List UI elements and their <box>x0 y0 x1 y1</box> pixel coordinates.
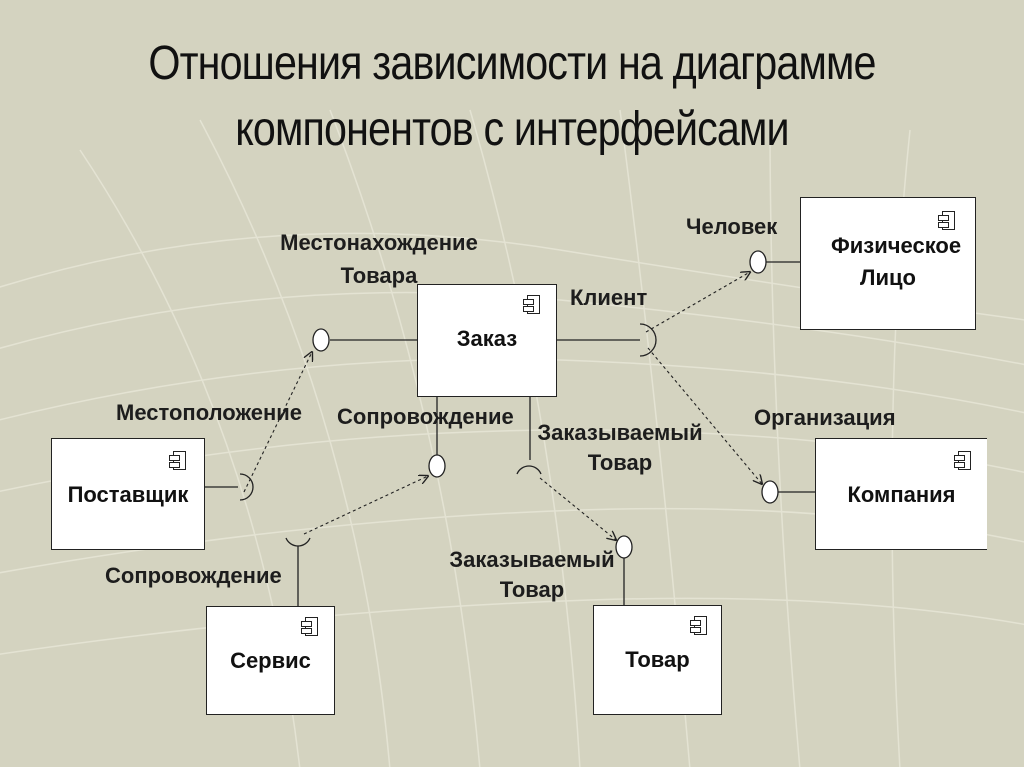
service-dependency-arrow <box>303 476 428 535</box>
label-product-location: Местонахождение Товара <box>280 230 478 288</box>
human-lollipop-icon <box>749 250 767 274</box>
component-icon <box>690 616 707 635</box>
person-component-label: Физическое Лицо <box>831 233 962 290</box>
label-ordered-product-order: Заказываемый Товар <box>537 420 703 475</box>
title-line-1: Отношения зависимости на диаграмме <box>148 37 876 90</box>
label-client: Клиент <box>570 285 648 310</box>
order-component[interactable]: Заказ <box>417 284 557 397</box>
supplier-component[interactable]: Поставщик <box>51 438 205 550</box>
label-human: Человек <box>686 214 778 239</box>
service-component[interactable]: Сервис <box>206 606 335 715</box>
component-icon <box>938 211 955 230</box>
company-component-label: Компания <box>847 482 956 507</box>
label-support-service: Сопровождение <box>105 563 282 588</box>
product-location-lollipop-icon <box>312 328 330 352</box>
label-ordered-product-product: Заказываемый Товар <box>449 547 615 602</box>
supplier-dependency-arrow <box>243 352 312 493</box>
component-icon <box>301 617 318 636</box>
label-organization: Организация <box>754 405 896 430</box>
order-socket-icon <box>516 465 542 475</box>
label-support-order: Сопровождение <box>337 404 514 429</box>
support-lollipop-icon <box>428 454 446 478</box>
order-dependency-arrow <box>539 477 616 540</box>
component-icon <box>169 451 186 470</box>
order-component-label: Заказ <box>456 326 518 351</box>
label-location: Местоположение <box>116 400 303 425</box>
service-component-label: Сервис <box>230 648 311 673</box>
person-component[interactable]: Физическое Лицо <box>800 197 976 330</box>
component-icon <box>954 451 971 470</box>
organization-lollipop-icon <box>761 480 779 504</box>
client-socket-icon <box>639 323 657 357</box>
title-line-2: компонентов с интерфейсами <box>235 103 789 156</box>
service-socket-icon <box>285 537 311 547</box>
product-component-label: Товар <box>625 647 690 672</box>
supplier-socket-icon <box>239 473 254 501</box>
company-component[interactable]: Компания <box>815 438 987 550</box>
product-component[interactable]: Товар <box>593 605 722 715</box>
component-icon <box>523 295 540 314</box>
ordered-product-lollipop-icon <box>615 535 633 559</box>
supplier-component-label: Поставщик <box>67 482 189 507</box>
client-human-dependency-arrow <box>645 272 750 333</box>
